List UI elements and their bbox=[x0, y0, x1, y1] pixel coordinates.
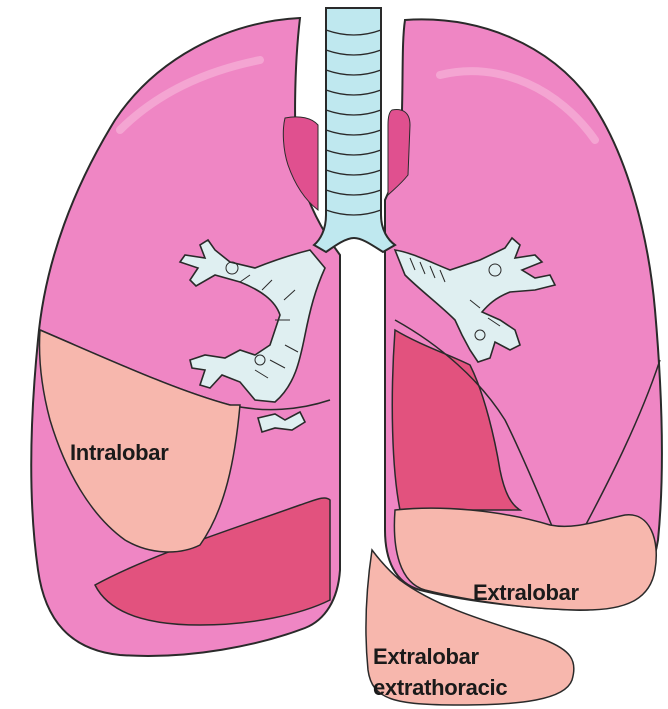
extralobar-extrathoracic-label-line2: extrathoracic bbox=[373, 672, 507, 703]
extralobar-label: Extralobar bbox=[473, 580, 579, 606]
extralobar-extrathoracic-label-line1: Extralobar bbox=[373, 641, 507, 672]
intralobar-label: Intralobar bbox=[70, 440, 168, 466]
trachea bbox=[314, 8, 395, 252]
extralobar-extrathoracic-label: Extralobar extrathoracic bbox=[373, 641, 507, 703]
right-lung bbox=[385, 19, 662, 610]
